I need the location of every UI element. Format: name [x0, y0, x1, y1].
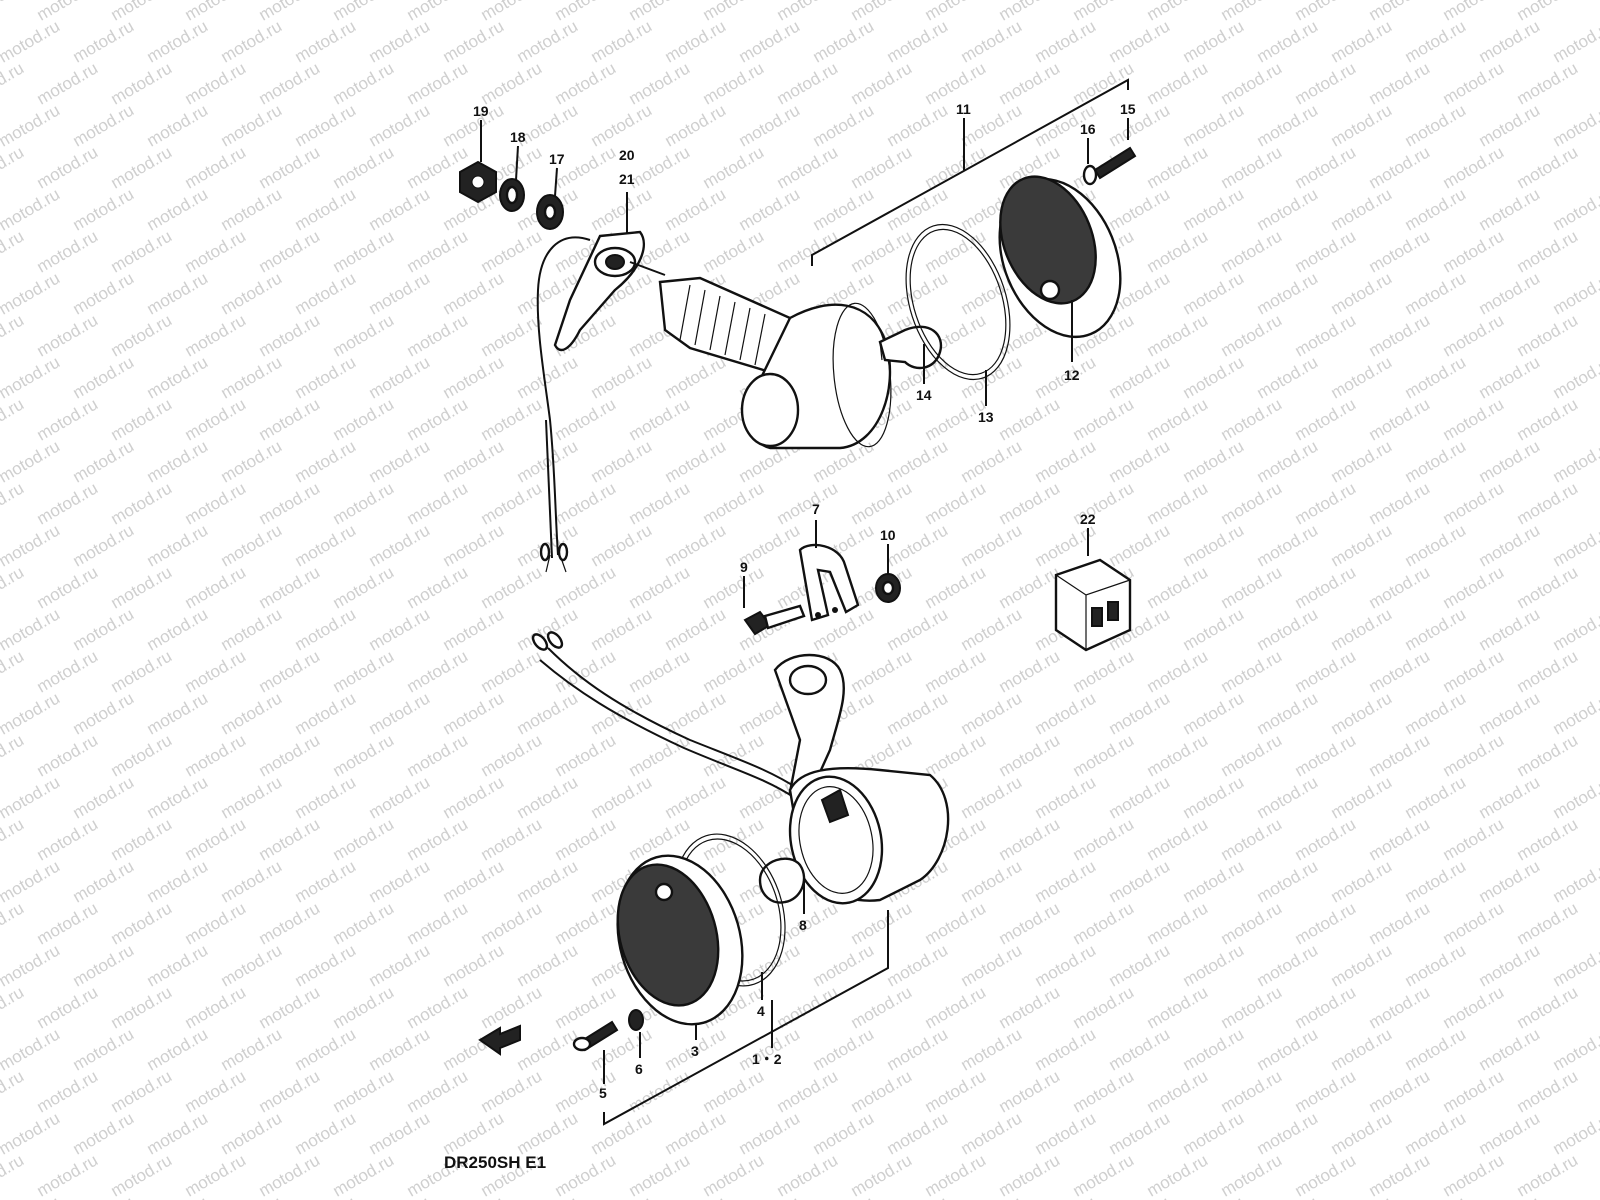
callout-18: 18 [510, 129, 526, 145]
callout-6: 6 [635, 1061, 643, 1077]
bracket-1-2 [603, 910, 889, 1126]
callout-22: 22 [1080, 511, 1096, 527]
clamp-parts [743, 543, 901, 636]
upper-screw [1093, 146, 1137, 180]
stay-arm [773, 653, 845, 794]
callout-1-2: 1・2 [752, 1051, 782, 1067]
callout-9: 9 [740, 559, 748, 575]
direction-arrow-icon [478, 1024, 521, 1056]
callout-5: 5 [599, 1085, 607, 1101]
lower-turn-signal-assembly [478, 631, 950, 1126]
callout-14: 14 [916, 387, 932, 403]
lower-washer [628, 1009, 644, 1031]
callout-16: 16 [1080, 121, 1096, 137]
bracket-11 [811, 78, 1129, 266]
mount-plate [553, 230, 645, 352]
flasher-relay [1054, 558, 1132, 652]
callout-13: 13 [978, 409, 994, 425]
lower-wire [547, 647, 801, 791]
callout-20: 20 [619, 147, 635, 163]
callout-15: 15 [1120, 101, 1136, 117]
callout-8: 8 [799, 917, 807, 933]
callout-4: 4 [757, 1003, 765, 1019]
callout-numbers: 19 18 17 20 21 11 16 15 12 13 14 7 9 10 … [473, 101, 1136, 1101]
callout-11: 11 [956, 101, 971, 117]
clamp [798, 543, 860, 622]
callout-10: 10 [880, 527, 896, 543]
callout-17: 17 [549, 151, 565, 167]
lower-bulb [758, 857, 806, 904]
model-code: DR250SH E1 [444, 1153, 546, 1172]
lower-lens [616, 863, 720, 1007]
callout-19: 19 [473, 103, 489, 119]
callout-3: 3 [691, 1043, 699, 1059]
callout-21: 21 [619, 171, 635, 187]
upper-turn-signal-assembly [459, 78, 1137, 573]
callout-7: 7 [812, 501, 820, 517]
leader-lines [480, 118, 1129, 1084]
upper-wire [536, 236, 591, 556]
callout-12: 12 [1064, 367, 1080, 383]
upper-seal-ring [905, 223, 1011, 381]
